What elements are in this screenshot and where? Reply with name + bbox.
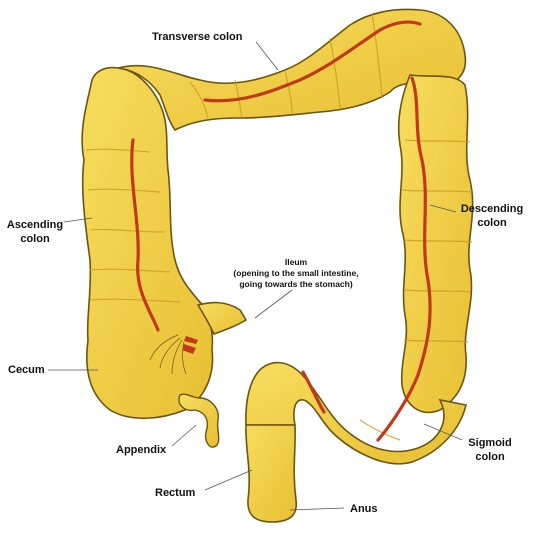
label-ascending-colon: Ascending colon [4, 218, 66, 246]
label-transverse-colon: Transverse colon [152, 31, 243, 43]
label-ileum-line1: Ileum [284, 257, 308, 267]
ileum [196, 301, 248, 336]
label-sigmoid-colon: Sigmoid colon [462, 436, 518, 464]
label-ascending-colon-line1: Ascending [6, 219, 64, 231]
label-appendix: Appendix [116, 444, 167, 456]
label-rectum: Rectum [155, 487, 196, 499]
label-descending-colon-line1: Descending [460, 203, 524, 215]
appendix [178, 393, 220, 448]
mesentery-fibers [149, 334, 187, 375]
label-cecum: Cecum [8, 364, 45, 376]
label-ileum-line3: going towards the stomach) [239, 279, 353, 289]
sigmoid-colon [245, 361, 467, 465]
label-sigmoid-colon-line1: Sigmoid [468, 437, 512, 449]
label-ascending-colon-line2: colon [20, 233, 50, 245]
label-sigmoid-colon-line2: colon [475, 451, 505, 463]
label-descending-colon-line2: colon [477, 217, 507, 229]
ascending-colon [81, 66, 214, 420]
label-descending-colon: Descending colon [455, 202, 529, 230]
artery-lines [130, 20, 432, 442]
rectum [245, 424, 298, 523]
leader-lines [48, 41, 463, 511]
label-ileum-line2: (opening to the small intestine, [233, 268, 359, 278]
label-anus: Anus [350, 503, 378, 515]
ileocecal-valve [182, 344, 196, 354]
descending-colon [397, 74, 474, 414]
label-ileum: Ileum (opening to the small intestine, g… [222, 257, 370, 290]
ileocecal-valve-2 [184, 336, 198, 344]
